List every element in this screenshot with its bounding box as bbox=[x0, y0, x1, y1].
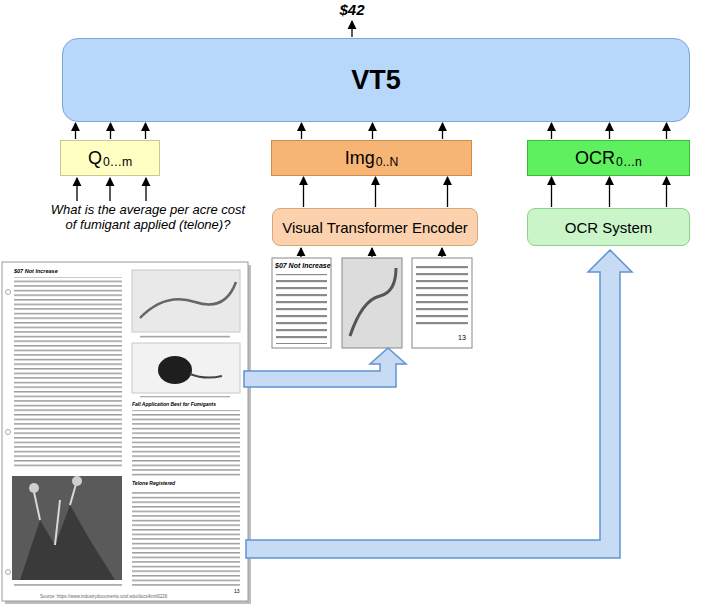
image-patch bbox=[342, 258, 402, 348]
text-lines bbox=[416, 263, 468, 329]
subscript: 0…m bbox=[103, 155, 132, 169]
token-box: Img0..N bbox=[271, 140, 472, 176]
text-lines bbox=[14, 277, 122, 469]
flow-arrow bbox=[372, 123, 373, 139]
patch-text: 13 bbox=[458, 334, 466, 342]
flow-arrow bbox=[375, 177, 376, 207]
caption-lines bbox=[140, 396, 230, 400]
flow-arrow bbox=[666, 123, 667, 139]
source-note: Source: https://www.industrydocuments.uc… bbox=[40, 594, 167, 599]
token-box: OCR0…n bbox=[527, 140, 690, 176]
image-patch bbox=[272, 258, 331, 348]
output-arrow bbox=[351, 21, 352, 37]
image-patch bbox=[412, 258, 472, 348]
block-arrow bbox=[246, 250, 632, 558]
patch-arrow bbox=[300, 248, 301, 257]
flow-arrow bbox=[301, 123, 302, 139]
caption-lines bbox=[14, 583, 122, 588]
encoder-box: Visual Transformer Encoder bbox=[272, 208, 478, 246]
plant-roots bbox=[72, 476, 82, 486]
flow-arrow bbox=[303, 177, 304, 207]
document-page bbox=[2, 262, 248, 601]
punch-hole bbox=[6, 290, 11, 295]
question-text: What is the average per acre cost of fum… bbox=[44, 203, 252, 233]
patch-arrow bbox=[371, 248, 372, 257]
input-arrow bbox=[145, 178, 146, 201]
flow-arrow bbox=[666, 177, 667, 207]
photo bbox=[132, 343, 240, 393]
patch-arrow bbox=[441, 248, 442, 257]
nematode bbox=[350, 268, 396, 336]
flow-arrow bbox=[447, 177, 448, 207]
input-arrow bbox=[109, 178, 110, 201]
answer-text: $42 bbox=[339, 1, 364, 18]
subscript: 0..N bbox=[376, 155, 398, 169]
nematode bbox=[140, 282, 236, 318]
token-box: Q0…m bbox=[60, 140, 160, 176]
flow-arrow bbox=[609, 177, 610, 207]
node-label: OCR System bbox=[565, 219, 653, 236]
nematode bbox=[190, 374, 222, 378]
doc-heading: $07 Not Increase bbox=[14, 268, 58, 274]
ocr-box: OCR System bbox=[527, 208, 690, 246]
text-lines bbox=[132, 490, 240, 586]
flow-arrow bbox=[110, 123, 111, 139]
doc-heading: Fall Application Best for Fumigants bbox=[132, 402, 216, 408]
photo bbox=[132, 270, 240, 332]
node-label: Visual Transformer Encoder bbox=[282, 219, 468, 236]
punch-hole bbox=[6, 570, 11, 575]
block-arrow bbox=[244, 348, 406, 387]
text-lines bbox=[132, 410, 240, 476]
node-label: Q bbox=[88, 148, 102, 169]
subscript: 0…n bbox=[616, 155, 642, 169]
caption-lines bbox=[140, 335, 230, 339]
raised-plants bbox=[34, 484, 76, 545]
page-number: 13 bbox=[234, 589, 240, 595]
farmers bbox=[20, 505, 115, 580]
text-lines bbox=[276, 274, 327, 344]
cyst bbox=[158, 356, 192, 384]
model-box: VT5 bbox=[62, 38, 690, 122]
flow-arrow bbox=[442, 123, 443, 139]
plant-roots bbox=[29, 483, 39, 493]
input-arrow bbox=[76, 178, 77, 201]
flow-arrow bbox=[551, 177, 552, 207]
doc-heading: Telone Registered bbox=[132, 481, 175, 487]
flow-arrow bbox=[551, 123, 552, 139]
node-label: Img bbox=[345, 148, 375, 169]
flow-arrow bbox=[75, 123, 76, 139]
patch-text: $07 Not Increase bbox=[275, 262, 331, 270]
node-label: VT5 bbox=[351, 65, 401, 96]
photo bbox=[12, 476, 122, 580]
node-label: OCR bbox=[575, 148, 615, 169]
punch-hole bbox=[6, 430, 11, 435]
flow-arrow bbox=[609, 123, 610, 139]
flow-arrow bbox=[145, 123, 146, 139]
